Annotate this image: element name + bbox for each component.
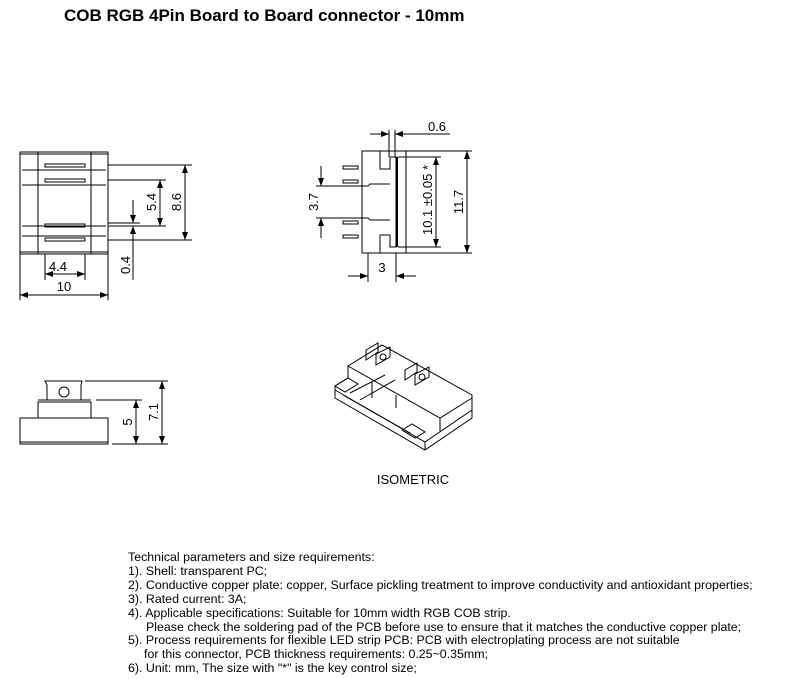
dim-overall: 11.7 <box>451 190 466 214</box>
dim-gap: 0.4 <box>118 256 133 274</box>
note-line: 3). Rated current: 3A; <box>128 591 247 606</box>
pins <box>342 165 359 239</box>
note-line: 1). Shell: transparent PC; <box>128 563 268 578</box>
top-view <box>19 151 192 300</box>
dim-key: 10.1 ±0.05 * <box>420 165 435 235</box>
dim-width: 10 <box>57 279 71 294</box>
isometric-contacts <box>365 342 430 386</box>
dim-total: 7.1 <box>146 403 161 421</box>
notes-heading: Technical parameters and size requiremen… <box>128 550 375 564</box>
note-line: 2). Conductive copper plate: copper, Sur… <box>128 577 753 592</box>
note-line: 6). Unit: mm, The size with "*" is the k… <box>128 661 417 676</box>
dim-depth: 3 <box>378 260 385 275</box>
page-title: COB RGB 4Pin Board to Board connector - … <box>64 6 465 25</box>
note-line: 4). Applicable specifications: Suitable … <box>128 605 511 620</box>
dim-body: 5 <box>120 418 135 425</box>
front-view <box>19 380 168 445</box>
isometric-label: ISOMETRIC <box>377 472 449 487</box>
dim-inner: 5.4 <box>144 193 159 211</box>
note-line: 5). Process requirements for flexible LE… <box>128 633 680 648</box>
dim-step: 3.7 <box>306 193 321 211</box>
technical-notes: Technical parameters and size requiremen… <box>128 550 753 676</box>
note-line: Please check the soldering pad of the PC… <box>146 619 742 634</box>
dim-plate: 0.6 <box>428 119 446 134</box>
dim-pin-span: 4.4 <box>49 259 67 274</box>
dim-height: 8.6 <box>169 193 184 211</box>
side-view <box>316 130 472 282</box>
note-line: for this connector, PCB thickness requir… <box>144 647 489 662</box>
isometric-view <box>334 342 473 451</box>
